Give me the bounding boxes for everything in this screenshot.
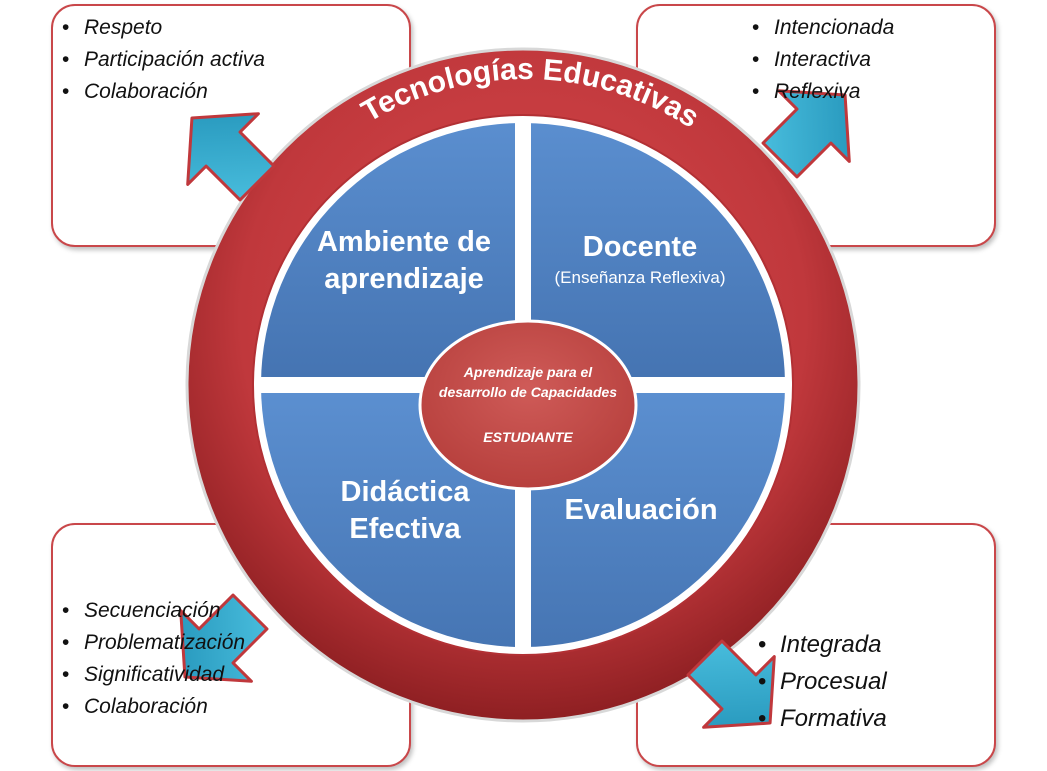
list-item: Respeto xyxy=(62,12,265,44)
list-bottom-right: Integrada Procesual Formativa xyxy=(758,626,887,737)
list-item: Procesual xyxy=(758,663,887,700)
quadrant-top-right-subtitle: (Enseñanza Reflexiva) xyxy=(554,268,725,287)
list-top-left: Respeto Participación activa Colaboració… xyxy=(62,12,265,108)
list-item: Reflexiva xyxy=(752,76,894,108)
center-ellipse xyxy=(418,319,638,491)
center-line1: Aprendizaje para el xyxy=(463,364,593,380)
list-bottom-left: Secuenciación Problematización Significa… xyxy=(62,595,245,723)
list-item: Colaboración xyxy=(62,691,245,723)
quadrant-bottom-left-line1: Didáctica xyxy=(341,476,471,508)
center-line2: desarrollo de Capacidades xyxy=(439,384,617,400)
list-item: Problematización xyxy=(62,627,245,659)
quadrant-bottom-right-title: Evaluación xyxy=(564,494,717,526)
list-item: Colaboración xyxy=(62,76,265,108)
list-top-right: Intencionada Interactiva Reflexiva xyxy=(752,12,894,108)
quadrant-top-right-title: Docente xyxy=(583,231,697,263)
list-item: Significatividad xyxy=(62,659,245,691)
list-item: Formativa xyxy=(758,700,887,737)
center-line3: ESTUDIANTE xyxy=(483,429,573,445)
quadrant-top-left-line1: Ambiente de xyxy=(317,226,491,258)
list-item: Intencionada xyxy=(752,12,894,44)
quadrant-top-left-line2: aprendizaje xyxy=(324,263,484,295)
list-item: Secuenciación xyxy=(62,595,245,627)
list-item: Interactiva xyxy=(752,44,894,76)
list-item: Participación activa xyxy=(62,44,265,76)
arrow-top-left-icon xyxy=(186,112,276,202)
list-item: Integrada xyxy=(758,626,887,663)
quadrant-bottom-left-line2: Efectiva xyxy=(349,513,461,545)
